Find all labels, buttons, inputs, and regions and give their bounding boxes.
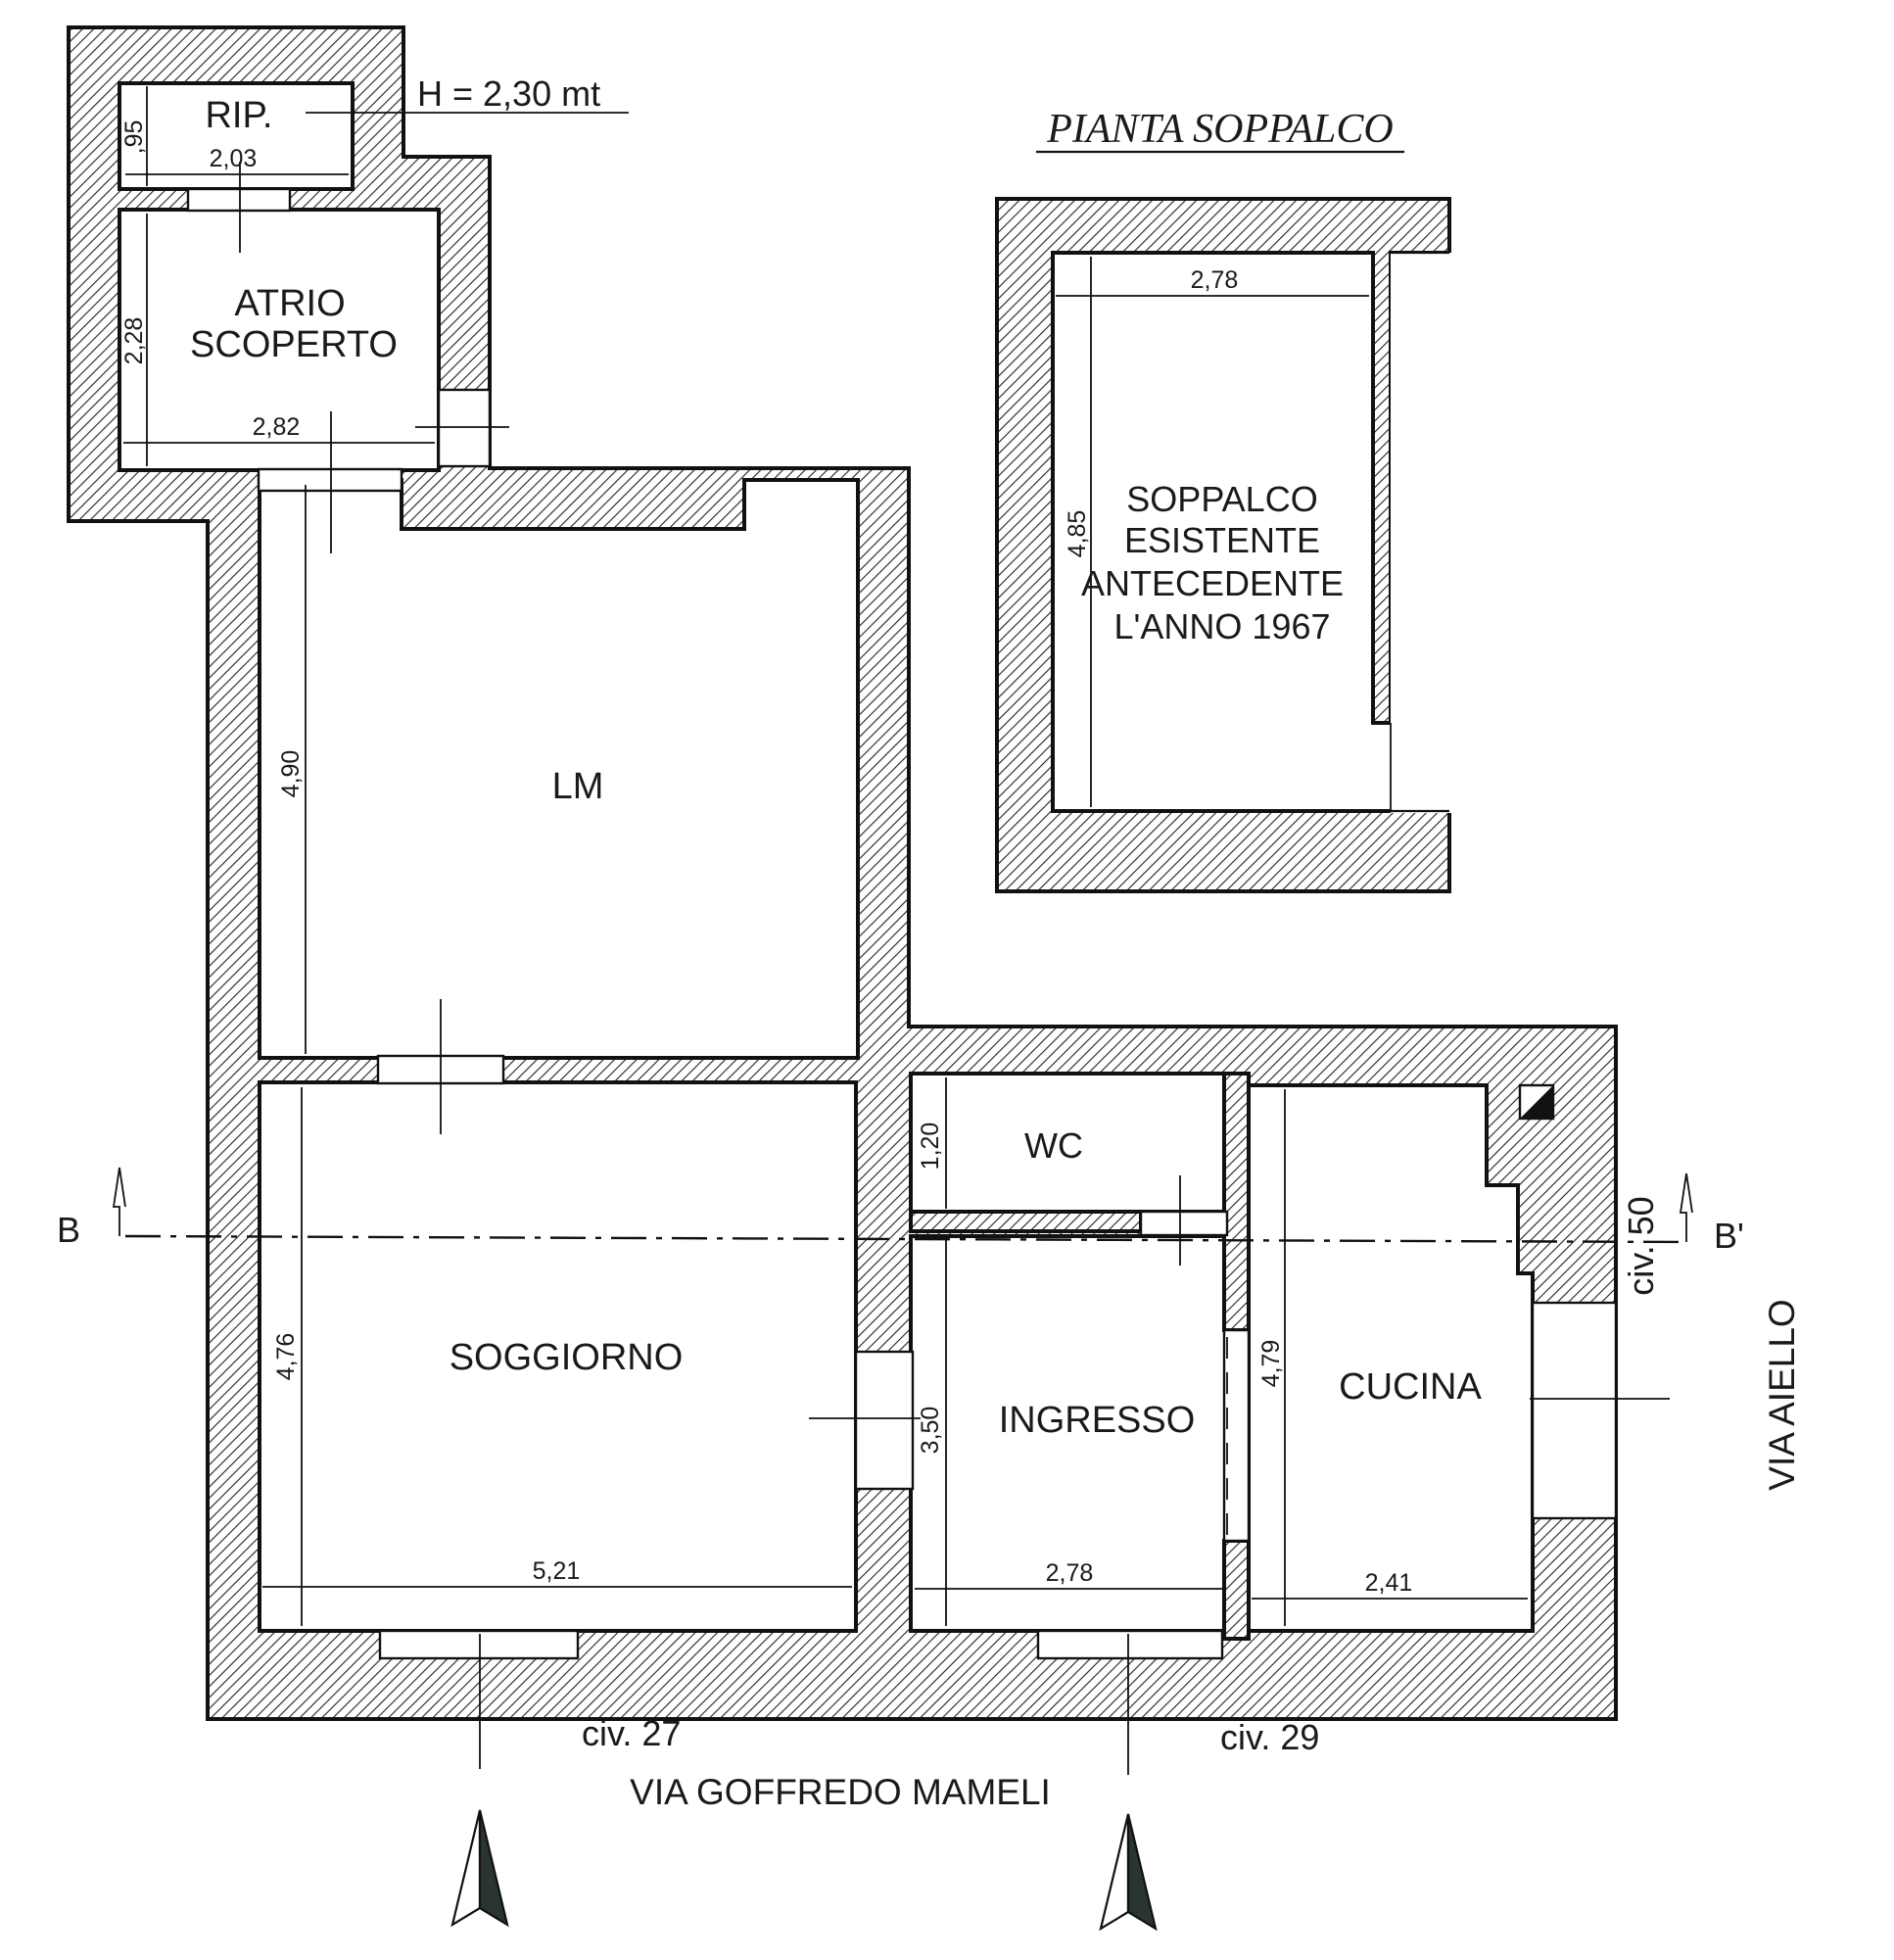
- section-label-left: B: [57, 1210, 80, 1250]
- section-label-right: B': [1714, 1216, 1744, 1256]
- dim-ingresso-height: 3,50: [917, 1407, 944, 1455]
- dim-rip-width: 2,03: [210, 145, 258, 172]
- soggiorno-ingresso-door: [854, 1350, 915, 1491]
- soppalco-width: 2,78: [1191, 266, 1239, 294]
- civic-number-29: civ. 29: [1220, 1717, 1319, 1757]
- dim-cucina-width: 2,41: [1365, 1569, 1413, 1597]
- dim-soggiorno-width: 5,21: [533, 1557, 581, 1585]
- soppalco-label-4: L'ANNO 1967: [1114, 606, 1331, 646]
- room-label-rip: RIP.: [205, 95, 272, 136]
- north-arrow-icon: [450, 1809, 509, 1928]
- civic-number-50: civ. 50: [1621, 1196, 1661, 1295]
- room-label-soggiorno: SOGGIORNO: [450, 1337, 684, 1378]
- room-label-ingresso: INGRESSO: [999, 1400, 1196, 1441]
- cucina-window-east: [1531, 1301, 1618, 1520]
- openings: [186, 187, 1618, 1660]
- cucina-west-wall-upper: [1222, 1072, 1251, 1332]
- chimney-symbol-fill: [1520, 1085, 1553, 1119]
- section-line-b: B B': [57, 1167, 1744, 1256]
- dimension-lines: [123, 86, 1670, 1775]
- rip-door-opening: [186, 187, 292, 213]
- room-labels: RIP. ATRIO SCOPERTO LM WC SOGGIORNO INGR…: [190, 95, 1482, 1441]
- soppalco-open-side: [1391, 253, 1451, 813]
- dimension-labels: ,95 2,03 2,28 2,82 4,90 4,76 5,21 1,20 3…: [120, 73, 1412, 1597]
- room-label-lm: LM: [552, 766, 604, 807]
- soppalco-height: 4,85: [1064, 510, 1091, 558]
- soppalco-label-1: SOPPALCO: [1126, 479, 1317, 519]
- dim-atrio-height: 2,28: [120, 317, 148, 365]
- room-label-wc: WC: [1024, 1125, 1083, 1166]
- main-entrance-door: [1036, 1629, 1224, 1660]
- cucina-west-wall-lower: [1222, 1539, 1251, 1641]
- wc-door-opening: [1139, 1210, 1229, 1237]
- dim-soggiorno-height: 4,76: [272, 1333, 300, 1381]
- civic-number-27: civ. 27: [582, 1713, 681, 1753]
- atrio-east-window: [437, 388, 492, 468]
- soppalco-plan: PIANTA SOPPALCO 2,78 4,85 SOPPALCO ESIST…: [995, 107, 1451, 893]
- dim-lm-height: 4,90: [277, 750, 305, 798]
- dim-cucina-height: 4,79: [1257, 1340, 1285, 1388]
- soggiorno-window-south: [378, 1629, 580, 1660]
- street-south: VIA GOFFREDO MAMELI: [630, 1772, 1051, 1812]
- room-label-atrio-2: SCOPERTO: [190, 324, 398, 365]
- north-arrow-icon: [1099, 1813, 1158, 1932]
- atrio-lm-door-opening: [257, 467, 403, 493]
- ingresso-cucina-opening: [1222, 1328, 1251, 1543]
- dim-rip-height: ,95: [120, 120, 148, 155]
- dim-wc-height: 1,20: [917, 1123, 944, 1171]
- street-labels: VIA GOFFREDO MAMELI VIA AIELLO civ. 27 c…: [582, 1196, 1802, 1812]
- room-label-cucina: CUCINA: [1339, 1366, 1482, 1408]
- soppalco-label-2: ESISTENTE: [1124, 520, 1320, 560]
- room-label-atrio-1: ATRIO: [234, 283, 345, 324]
- street-east: VIA AIELLO: [1762, 1299, 1802, 1490]
- soppalco-label-3: ANTECEDENTE: [1081, 563, 1344, 603]
- wc-partition-wall: [909, 1210, 1143, 1233]
- dim-atrio-width: 2,82: [253, 413, 301, 441]
- dim-ingresso-width: 2,78: [1046, 1559, 1094, 1587]
- height-note: H = 2,30 mt: [417, 73, 600, 114]
- north-arrows: [450, 1809, 1158, 1932]
- soppalco-title: PIANTA SOPPALCO: [1046, 107, 1394, 152]
